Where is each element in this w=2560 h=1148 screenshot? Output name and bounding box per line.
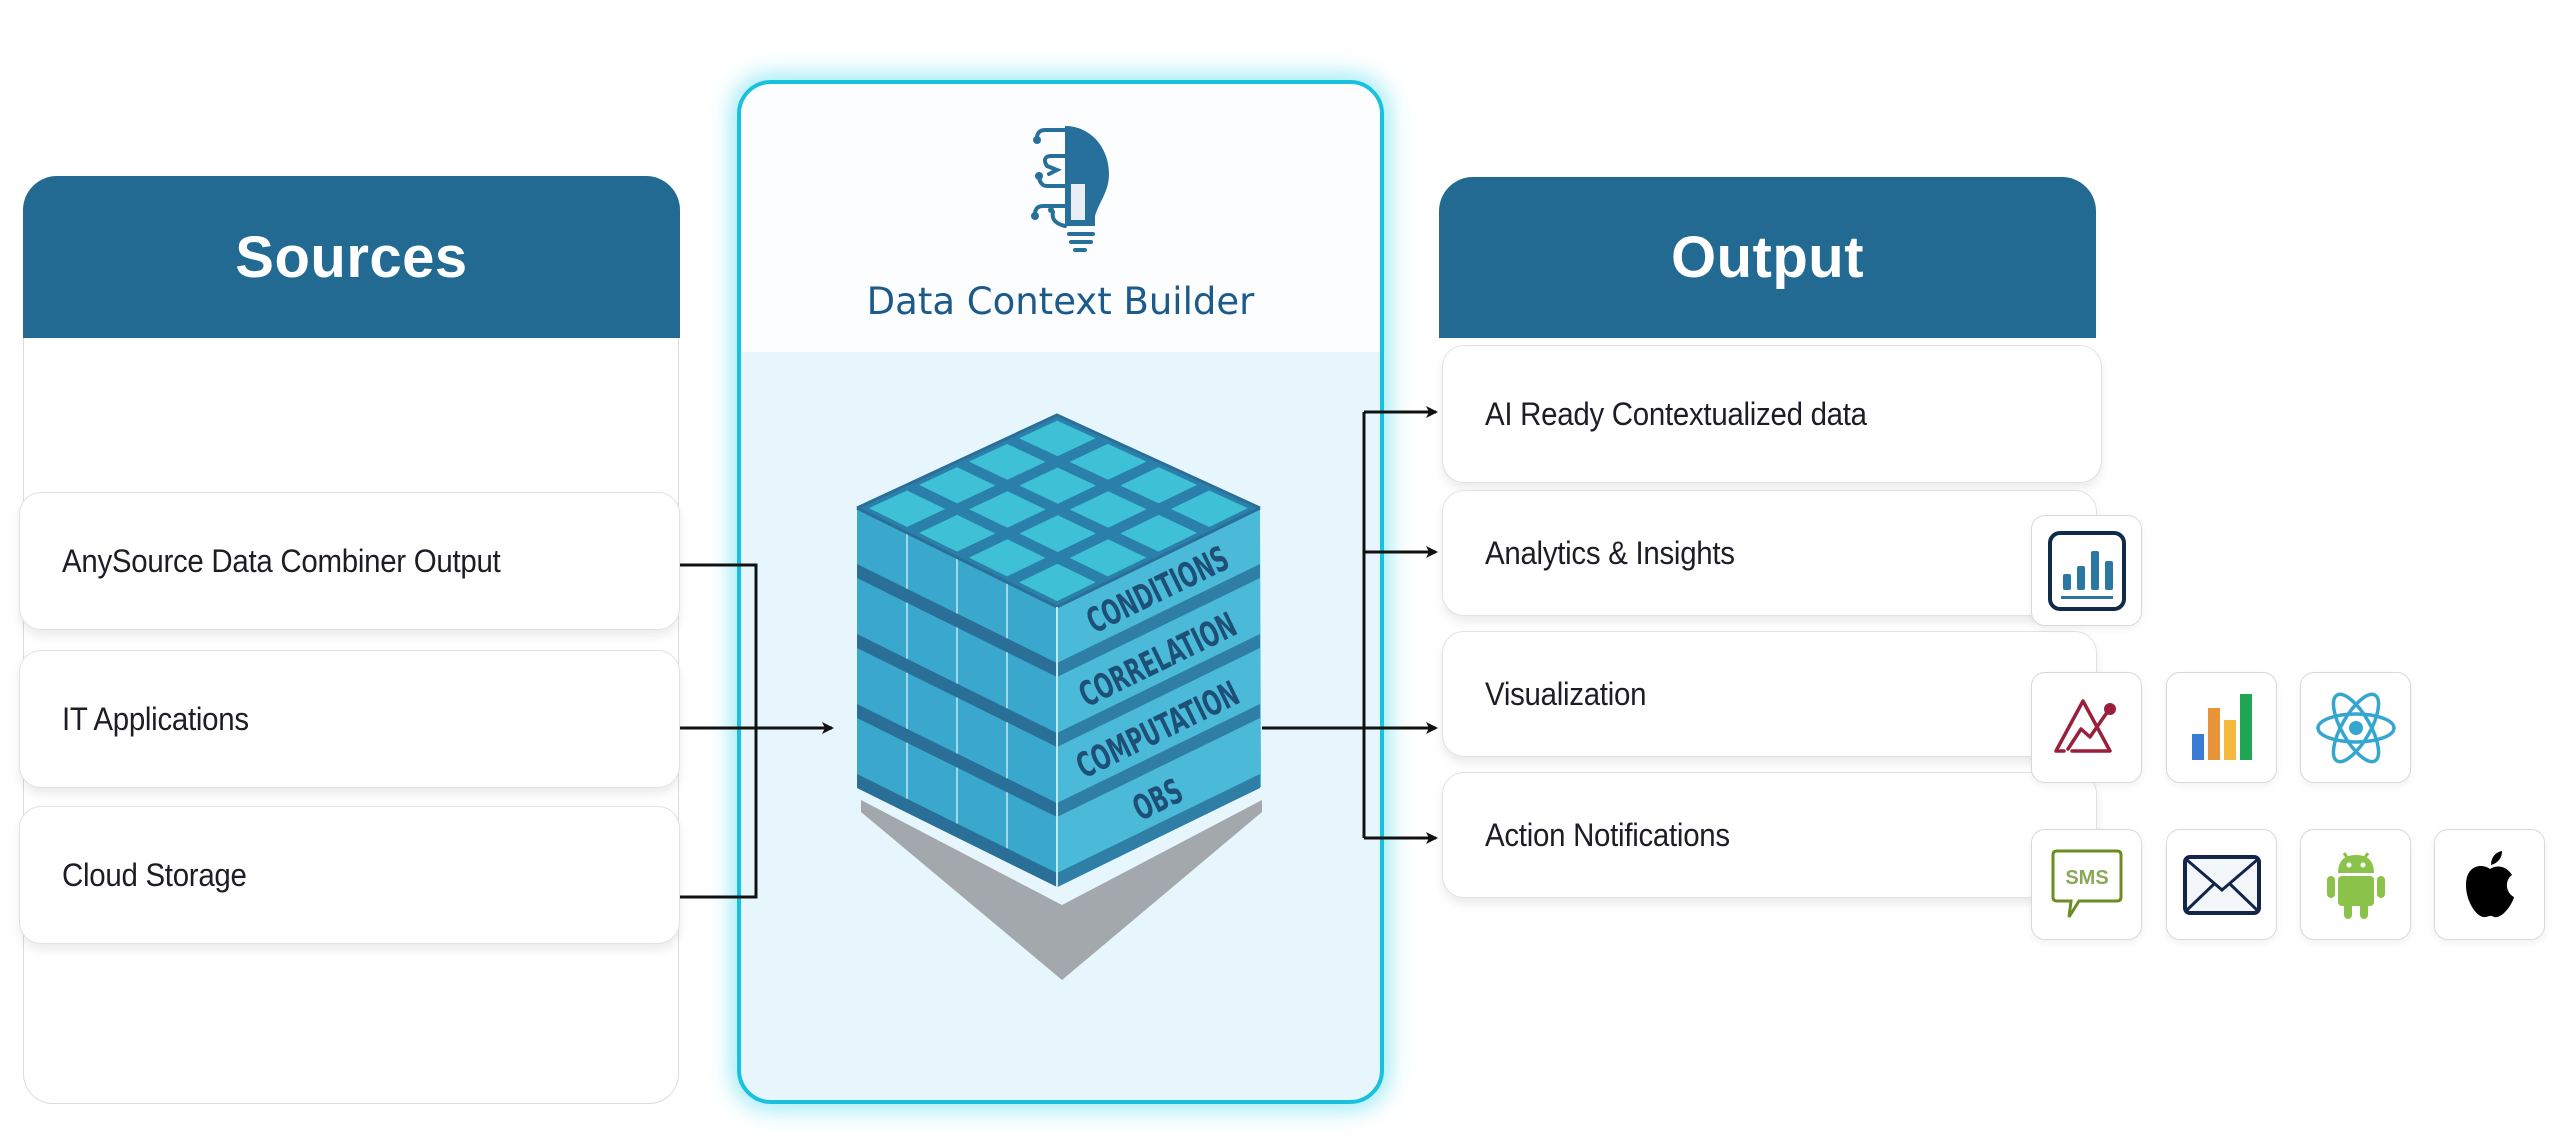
cube-left-band [857, 634, 1057, 747]
source-label: Cloud Storage [62, 856, 247, 893]
svg-text:SMS: SMS [2065, 867, 2108, 889]
react-atom-icon [2315, 692, 2396, 763]
sources-title: Sources [235, 224, 468, 290]
visualization-tile-3[interactable] [2300, 672, 2411, 783]
output-card-analytics[interactable]: Analytics & Insights [1442, 490, 2097, 616]
cube-shadow [861, 800, 1262, 980]
output-header: Output [1439, 177, 2096, 338]
color-bar-chart-icon [2191, 693, 2252, 760]
cube-right-face [1057, 508, 1261, 887]
notification-tile-sms[interactable]: SMS [2031, 829, 2142, 940]
cube-left-band [857, 564, 1057, 677]
center-title: Data Context Builder [866, 280, 1255, 323]
sms-icon: SMS [2051, 849, 2122, 918]
source-label: AnySource Data Combiner Output [62, 542, 501, 579]
cube-top-tile [1069, 443, 1147, 480]
cube-right-band [1057, 704, 1260, 817]
cube-top-tile [969, 491, 1046, 528]
output-label: Action Notifications [1485, 816, 1730, 853]
output-label: Analytics & Insights [1485, 534, 1735, 571]
source-card-cloud-storage[interactable]: Cloud Storage [19, 806, 680, 944]
notification-tile-apple[interactable] [2434, 829, 2545, 940]
cube-top-tile [869, 490, 946, 527]
android-icon [2326, 851, 2385, 919]
mountain-chart-icon [2053, 698, 2116, 753]
source-label: IT Applications [62, 700, 249, 737]
cube-edge [856, 413, 1261, 510]
cube-top-tile [1069, 539, 1147, 577]
source-card-it-applications[interactable]: IT Applications [19, 650, 680, 788]
cube-top-tile [1120, 514, 1198, 552]
sources-header: Sources [23, 176, 680, 338]
cube-top-tile [969, 539, 1046, 577]
cube-right-band [1057, 634, 1260, 747]
cube-top-tile [1019, 515, 1097, 553]
output-card-visualization[interactable]: Visualization [1442, 631, 2097, 757]
analytics-tile[interactable] [2031, 515, 2142, 626]
output-card-ai-ready[interactable]: AI Ready Contextualized data [1442, 345, 2102, 483]
source-card-anysource[interactable]: AnySource Data Combiner Output [19, 492, 680, 630]
email-icon [2182, 854, 2261, 915]
output-label: Visualization [1485, 675, 1647, 712]
cube-top-tile [1170, 490, 1248, 527]
cube-top-tile [1069, 491, 1147, 528]
notification-tile-email[interactable] [2166, 829, 2277, 940]
cube-left-band [857, 704, 1057, 817]
notification-tile-android[interactable] [2300, 829, 2411, 940]
cube-top-tile [1019, 420, 1096, 457]
cube-left-band [857, 774, 1057, 887]
analytics-bar-chart-icon [2047, 530, 2126, 611]
apple-icon [2465, 850, 2514, 917]
connector-anysource [680, 563, 758, 899]
cube-right-band [1057, 564, 1260, 677]
output-card-notifications[interactable]: Action Notifications [1442, 772, 2097, 898]
output-title: Output [1670, 225, 1865, 290]
cube-right-band [1057, 774, 1260, 887]
cube-top-tile [969, 443, 1046, 480]
cube-top-tile [1019, 467, 1097, 504]
cube-top-tile [919, 514, 996, 552]
cube-top-tile [1120, 467, 1198, 504]
visualization-tile-2[interactable] [2166, 672, 2277, 783]
visualization-tile-1[interactable] [2031, 672, 2142, 783]
output-label: AI Ready Contextualized data [1485, 395, 1867, 432]
cube-top-tile [1019, 563, 1096, 602]
cube-top-tile [919, 467, 996, 504]
lightbulb-circuit-icon [1013, 124, 1113, 256]
